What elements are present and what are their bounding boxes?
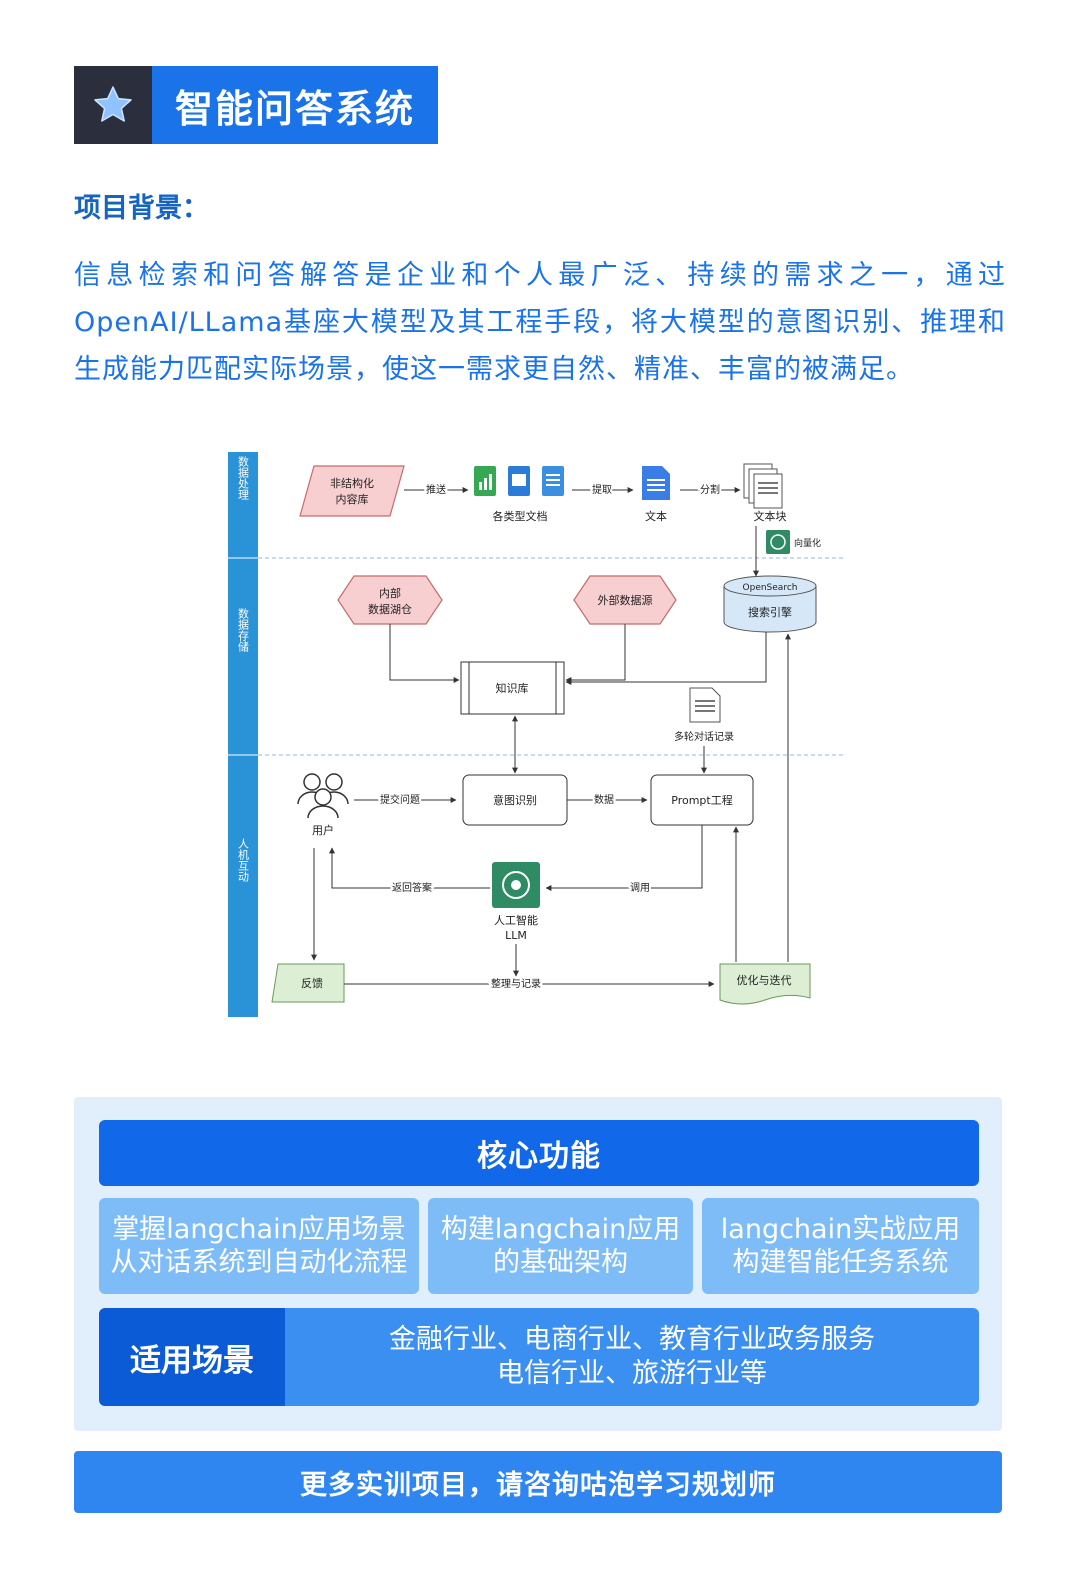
feedback-node <box>271 963 345 1003</box>
scenarios-values: 金融行业、电商行业、教育行业政务服务 电信行业、旅游行业等 <box>285 1308 979 1406</box>
opensearch-label: OpenSearch <box>743 583 798 593</box>
edge-data-label: 数据 <box>594 793 614 806</box>
background-heading: 项目背景： <box>74 193 209 224</box>
edge-record-label: 整理与记录 <box>491 977 541 990</box>
user-icon <box>297 773 349 819</box>
search-engine-label: 搜索引擎 <box>748 605 792 619</box>
lane-label-process: 数据处理 <box>237 456 250 500</box>
internal-lake-node <box>337 575 443 625</box>
vectorize-label: 向量化 <box>794 537 821 549</box>
word-doc-icon <box>508 466 530 496</box>
feature-card-1: 掌握langchain应用场景从对话系统到自动化流程 <box>99 1198 419 1294</box>
edge-split-label: 分割 <box>700 483 720 496</box>
intent-label: 意图识别 <box>493 793 537 807</box>
feature-1-line-1: 掌握langchain应用场景 <box>112 1214 406 1245</box>
edge-call-label: 调用 <box>630 882 650 894</box>
docs-label: 各类型文档 <box>493 509 548 523</box>
history-doc-icon <box>689 687 721 723</box>
external-label: 外部数据源 <box>598 593 653 607</box>
page-title: 智能问答系统 <box>152 66 438 144</box>
star-icon-box <box>74 66 152 144</box>
vectorize-icon <box>766 530 790 554</box>
background-paragraph: 信息检索和问答解答是企业和个人最广泛、持续的需求之一，通过OpenAI/LLam… <box>74 260 1006 385</box>
optimize-label: 优化与迭代 <box>737 973 792 987</box>
unstructured-label-1: 非结构化 <box>330 476 374 490</box>
history-label: 多轮对话记录 <box>674 730 734 743</box>
llm-icon <box>492 862 540 908</box>
unstructured-store-node <box>299 465 405 517</box>
feature-3-line-2: 构建智能任务系统 <box>732 1247 949 1278</box>
external-source-node <box>573 575 677 625</box>
scenarios-line-2: 电信行业、旅游行业等 <box>497 1358 767 1389</box>
internal-label-2: 数据湖仓 <box>368 602 412 616</box>
scenarios-row: 适用场景 金融行业、电商行业、教育行业政务服务 电信行业、旅游行业等 <box>99 1308 979 1406</box>
llm-label: LLM <box>505 929 527 942</box>
feedback-label: 反馈 <box>301 977 323 990</box>
lane-label-interaction: 人机互动 <box>237 838 250 882</box>
consult-cta-banner[interactable]: 更多实训项目，请咨询咕泡学习规划师 <box>74 1451 1002 1513</box>
architecture-diagram: 数据处理 数据存储 人机互动 非结构化 内容库 推送 各类型文档 提取 文本 分… <box>228 452 843 1017</box>
feature-card-3: langchain实战应用构建智能任务系统 <box>702 1198 979 1294</box>
edge-answer-label: 返回答案 <box>392 881 432 894</box>
feature-2-line-2: 的基础架构 <box>492 1247 628 1278</box>
edge-ask-label: 提交问题 <box>380 793 420 806</box>
scenarios-line-1: 金融行业、电商行业、教育行业政务服务 <box>389 1324 875 1355</box>
feature-3-line-1: langchain实战应用 <box>720 1214 961 1245</box>
user-label: 用户 <box>312 823 334 837</box>
ai-label: 人工智能 <box>494 913 538 927</box>
lane-label-storage: 数据存储 <box>237 608 250 652</box>
feature-2-line-1: 构建langchain应用 <box>440 1214 681 1245</box>
text-doc-icon <box>542 466 564 496</box>
text-chunks-icon <box>743 463 783 509</box>
prompt-label: Prompt工程 <box>671 794 732 807</box>
knowledge-base-label: 知识库 <box>496 681 529 695</box>
chunks-label: 文本块 <box>754 509 787 523</box>
text-file-icon <box>642 466 670 500</box>
edge-push-label: 推送 <box>426 483 446 496</box>
star-icon <box>94 86 132 122</box>
knowledge-base-node <box>460 661 565 715</box>
lane-bar <box>228 452 258 1017</box>
scenarios-label: 适用场景 <box>99 1308 285 1406</box>
search-engine-node <box>723 575 817 633</box>
excel-doc-icon <box>474 466 496 496</box>
optimize-node <box>719 963 811 1005</box>
edge-extract-label: 提取 <box>592 484 612 496</box>
core-features-title: 核心功能 <box>99 1120 979 1186</box>
internal-label-1: 内部 <box>379 586 401 600</box>
feature-1-line-2: 从对话系统到自动化流程 <box>110 1247 408 1278</box>
section-header: 智能问答系统 <box>74 66 438 144</box>
text-label: 文本 <box>645 509 667 523</box>
unstructured-label-2: 内容库 <box>336 492 369 506</box>
feature-card-2: 构建langchain应用的基础架构 <box>428 1198 693 1294</box>
